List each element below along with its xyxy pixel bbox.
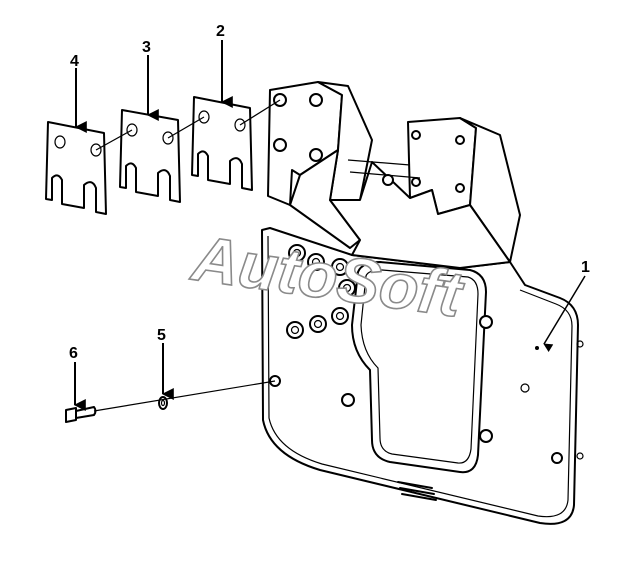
- upper-bracket-assembly: [267, 81, 521, 269]
- mounting-plate-part-1: [261, 227, 584, 525]
- bolt-axis-line: [93, 380, 276, 412]
- callout-2: 2: [216, 23, 225, 40]
- shim-part-2: [191, 96, 253, 191]
- slot-marks: [397, 481, 437, 501]
- callout-6: 6: [69, 345, 78, 362]
- callout-5: 5: [157, 327, 166, 344]
- callout-4: 4: [70, 53, 79, 70]
- callout-1: 1: [581, 259, 590, 276]
- shim-part-3: [119, 109, 181, 203]
- bolt-heads-upper: [269, 244, 584, 464]
- alignment-lines: [95, 99, 281, 151]
- callout-3: 3: [142, 39, 151, 56]
- shim-part-4: [45, 121, 107, 215]
- leader-lines: [73, 40, 586, 411]
- bolt-part-6: [65, 406, 97, 423]
